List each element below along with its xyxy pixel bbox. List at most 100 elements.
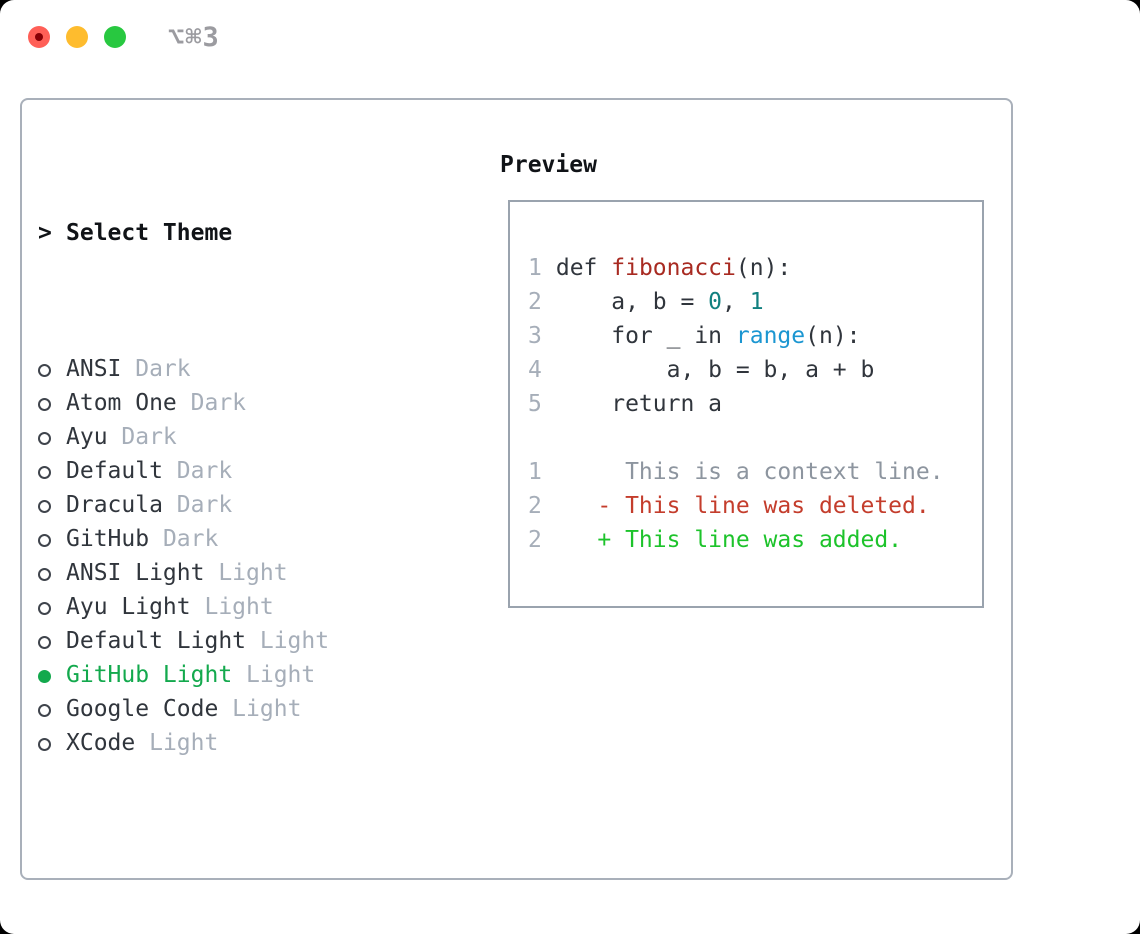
code-line: 2 a, b = 0, 1 (528, 285, 944, 319)
theme-option-xcode[interactable]: XCode Light (38, 726, 470, 760)
preview-title: Preview (500, 152, 597, 178)
radio-circle (38, 602, 51, 615)
theme-variant-tag: Light (218, 696, 302, 722)
theme-name: Default (66, 458, 163, 484)
line-number (528, 421, 542, 455)
radio-circle (38, 670, 51, 683)
code-line: 3 for _ in range(n): (528, 319, 944, 353)
code-segment-code: (n): (805, 323, 861, 349)
code-segment-code: for _ in (542, 323, 736, 349)
code-line: 5 return a (528, 387, 944, 421)
theme-variant-tag: Dark (162, 492, 233, 518)
code-segment-code: a, b = (542, 289, 709, 315)
code-segment-context: This is a context line. (542, 459, 944, 485)
prompt-icon: > (38, 220, 52, 246)
theme-option-github-light[interactable]: GitHub Light Light (38, 658, 470, 692)
minimize-button[interactable] (66, 26, 88, 48)
theme-option-dracula[interactable]: Dracula Dark (38, 488, 470, 522)
code-segment-code: a, b = b, a + b (542, 357, 875, 383)
code-segment-num: 1 (749, 289, 764, 315)
code-line: 4 a, b = b, a + b (528, 353, 944, 387)
code-segment-code: return a (542, 391, 723, 417)
radio-icon (38, 522, 66, 556)
zoom-button[interactable] (104, 26, 126, 48)
line-number: 1 (528, 459, 542, 485)
select-theme-title: Select Theme (66, 220, 233, 246)
theme-option-google-code[interactable]: Google Code Light (38, 692, 470, 726)
radio-icon (38, 726, 66, 760)
theme-name: ANSI Light (66, 560, 205, 586)
radio-icon (38, 420, 66, 454)
theme-name: Ayu (66, 424, 108, 450)
radio-circle (38, 398, 51, 411)
radio-icon (38, 556, 66, 590)
close-button[interactable] (28, 26, 50, 48)
theme-variant-tag: Dark (121, 356, 191, 382)
code-line: 2 - This line was deleted. (528, 489, 944, 523)
code-segment-code: , (722, 289, 750, 315)
theme-name: Dracula (66, 492, 163, 518)
radio-circle (38, 568, 51, 581)
titlebar: ⌥⌘3 (0, 0, 1140, 72)
theme-name: Default Light (66, 628, 247, 654)
spacer (38, 862, 470, 896)
radio-circle (38, 636, 51, 649)
radio-icon (38, 590, 66, 624)
code-line: 2 + This line was added. (528, 523, 944, 557)
line-number: 4 (528, 357, 542, 383)
radio-icon (38, 386, 66, 420)
theme-option-atom-one[interactable]: Atom One Dark (38, 386, 470, 420)
theme-name: Google Code (66, 696, 219, 722)
line-number: 2 (528, 527, 542, 553)
theme-variant-tag: Light (232, 662, 316, 688)
theme-variant-tag: Dark (107, 424, 177, 450)
code-segment-num: 0 (708, 289, 723, 315)
radio-circle (38, 432, 51, 445)
line-number: 2 (528, 289, 542, 315)
radio-icon (38, 624, 66, 658)
radio-circle (38, 500, 51, 513)
theme-option-default-light[interactable]: Default Light Light (38, 624, 470, 658)
radio-icon (38, 454, 66, 488)
code-line (528, 421, 944, 455)
line-number: 3 (528, 323, 542, 349)
theme-option-ansi[interactable]: ANSI Dark (38, 352, 470, 386)
radio-selected-icon (38, 658, 66, 692)
theme-name: GitHub Light (66, 662, 233, 688)
code-segment-code: (n): (735, 255, 792, 281)
theme-option-default[interactable]: Default Dark (38, 454, 470, 488)
code-segment-deleted: - This line was deleted. (542, 493, 930, 519)
theme-name: XCode (66, 730, 136, 756)
code-line: 1 This is a context line. (528, 455, 944, 489)
code-segment-added: + This line was added. (542, 527, 903, 553)
radio-circle (38, 364, 51, 377)
radio-circle (38, 704, 51, 717)
radio-circle (38, 466, 51, 479)
theme-option-ayu[interactable]: Ayu Dark (38, 420, 470, 454)
theme-variant-tag: Light (190, 594, 274, 620)
theme-option-github[interactable]: GitHub Dark (38, 522, 470, 556)
close-dot-icon (35, 33, 43, 41)
radio-circle (38, 534, 51, 547)
theme-variant-tag: Dark (176, 390, 247, 416)
select-theme-header: > Select Theme (38, 216, 470, 250)
radio-circle (38, 738, 51, 751)
code-segment-code: def (542, 255, 612, 281)
theme-variant-tag: Dark (149, 526, 219, 552)
theme-option-ansi-light[interactable]: ANSI Light Light (38, 556, 470, 590)
theme-variant-tag: Dark (162, 458, 233, 484)
line-number: 2 (528, 493, 542, 519)
line-number: 1 (528, 255, 542, 281)
theme-name: ANSI (66, 356, 122, 382)
theme-name: Atom One (66, 390, 177, 416)
code-segment-builtin: range (735, 323, 806, 349)
radio-icon (38, 352, 66, 386)
theme-option-ayu-light[interactable]: Ayu Light Light (38, 590, 470, 624)
theme-name: Ayu Light (66, 594, 191, 620)
radio-icon (38, 692, 66, 726)
radio-icon (38, 488, 66, 522)
theme-variant-tag: Light (135, 730, 219, 756)
